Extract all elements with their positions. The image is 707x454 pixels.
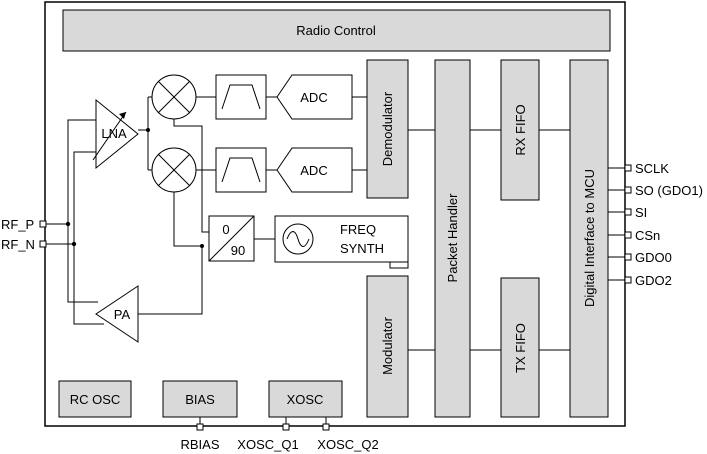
bias-label: BIAS xyxy=(185,392,215,407)
pin-csn-label: CSn xyxy=(635,228,660,243)
pin-xosc-q1-label: XOSC_Q1 xyxy=(237,437,298,452)
packet-handler-block: Packet Handler xyxy=(434,59,471,418)
tx-fifo-label: TX FIFO xyxy=(513,323,528,373)
pin-rbias: RBIAS xyxy=(180,423,220,452)
radio-control-label: Radio Control xyxy=(296,23,376,38)
pin-sclk-label: SCLK xyxy=(635,161,669,176)
demodulator-block: Demodulator xyxy=(366,59,409,199)
demodulator-label: Demodulator xyxy=(380,91,395,166)
pin-xosc-q2-label: XOSC_Q2 xyxy=(317,437,378,452)
phase-0-label: 0 xyxy=(222,222,229,237)
pa-amplifier: PA xyxy=(95,285,139,343)
xosc-label: XOSC xyxy=(287,392,324,407)
phase-splitter: 0 90 xyxy=(208,215,255,262)
bias-block: BIAS xyxy=(162,380,238,418)
pin-rf-p: RF_P xyxy=(1,217,47,232)
pin-rbias-label: RBIAS xyxy=(180,437,219,452)
radio-control-block: Radio Control xyxy=(62,9,611,52)
rx-fifo-label: RX FIFO xyxy=(513,104,528,155)
adc-top: ADC xyxy=(276,74,353,120)
freq-synth-label-line2: SYNTH xyxy=(340,241,384,256)
pin-so-gdo1-label: SO (GDO1) xyxy=(635,183,703,198)
pin-sclk: SCLK xyxy=(624,161,669,176)
pin-gdo2: GDO2 xyxy=(624,273,672,288)
bandpass-filter-bottom xyxy=(215,147,267,193)
lna-label: LNA xyxy=(101,126,127,141)
digital-interface-block: Digital Interface to MCU xyxy=(569,59,609,418)
pin-gdo0: GDO0 xyxy=(624,250,672,265)
tx-fifo-block: TX FIFO xyxy=(500,277,540,418)
pin-xosc-q1: XOSC_Q1 xyxy=(237,423,299,452)
digital-interface-label: Digital Interface to MCU xyxy=(582,169,597,307)
rc-osc-label: RC OSC xyxy=(70,392,121,407)
pin-rf-p-label: RF_P xyxy=(1,217,34,232)
rx-fifo-block: RX FIFO xyxy=(500,59,540,201)
freq-synth-block: FREQ SYNTH xyxy=(274,215,409,263)
freq-synth-label-line1: FREQ xyxy=(340,222,376,237)
pin-si-label: SI xyxy=(635,205,647,220)
adc-bottom-label: ADC xyxy=(300,163,327,178)
mixer-top xyxy=(151,74,197,120)
lna-amplifier: LNA xyxy=(92,98,139,170)
xosc-block: XOSC xyxy=(268,380,343,418)
modulator-label: Modulator xyxy=(380,316,395,374)
signal-wiring xyxy=(46,96,627,426)
sine-wave-icon xyxy=(286,231,310,247)
pin-xosc-q2: XOSC_Q2 xyxy=(317,423,379,452)
adc-top-label: ADC xyxy=(300,90,327,105)
pin-gdo0-label: GDO0 xyxy=(635,250,672,265)
pin-so-gdo1: SO (GDO1) xyxy=(624,183,703,198)
bandpass-filter-top xyxy=(215,74,267,120)
packet-handler-label: Packet Handler xyxy=(445,193,460,283)
modulator-block: Modulator xyxy=(366,275,409,418)
pin-csn: CSn xyxy=(624,228,660,243)
rc-osc-block: RC OSC xyxy=(58,380,132,418)
adc-bottom: ADC xyxy=(276,147,353,193)
pa-label: PA xyxy=(114,307,131,322)
pin-si: SI xyxy=(624,205,647,220)
pin-gdo2-label: GDO2 xyxy=(635,273,672,288)
mixer-bottom xyxy=(151,147,197,193)
phase-90-label: 90 xyxy=(231,243,245,258)
pin-rf-n: RF_N xyxy=(1,237,47,252)
pin-rf-n-label: RF_N xyxy=(1,237,35,252)
